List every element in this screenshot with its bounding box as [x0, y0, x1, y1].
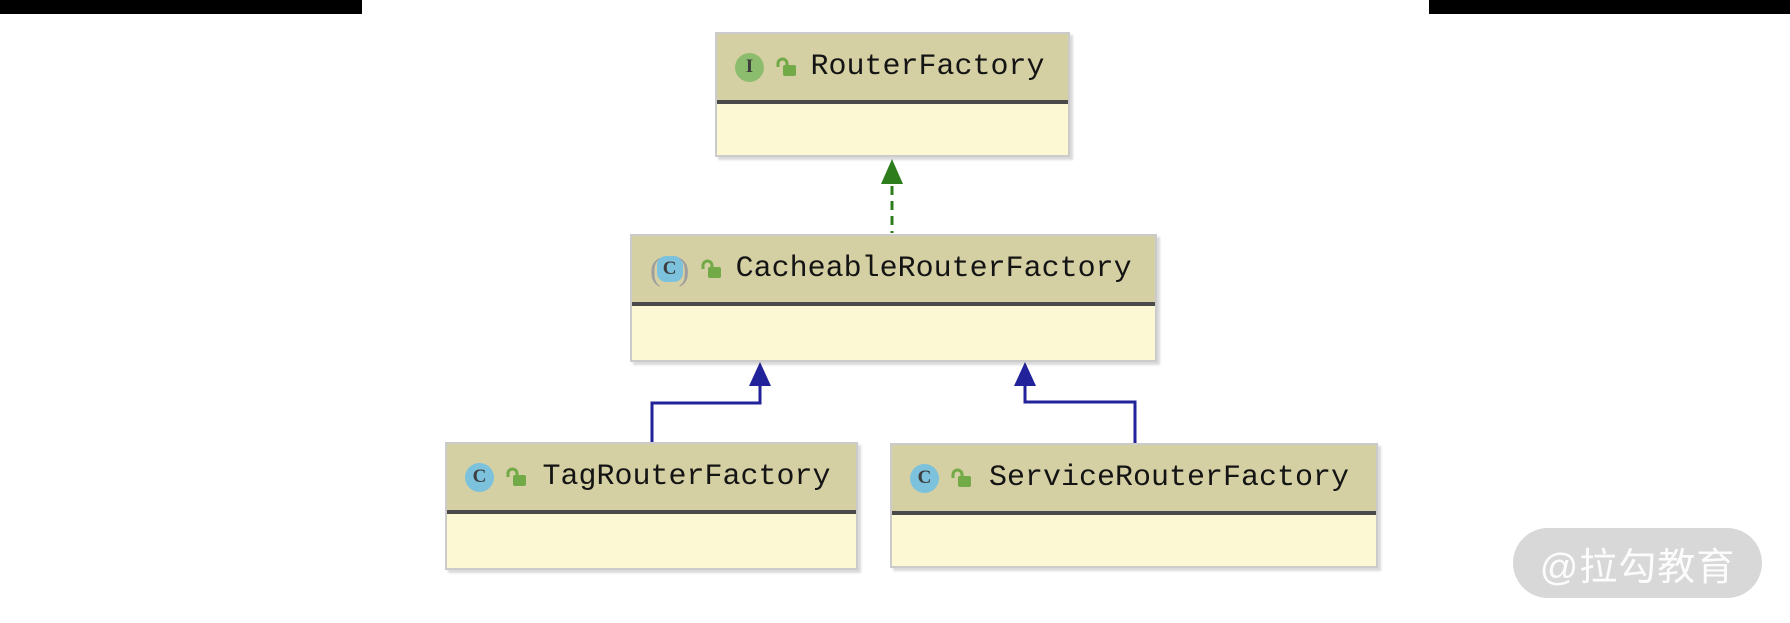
watermark-badge: @拉勾教育: [1513, 528, 1762, 598]
public-lock-icon: [951, 468, 971, 487]
class-box-servicerouterfactory[interactable]: C ServiceRouterFactory: [890, 443, 1378, 568]
class-header: I RouterFactory: [717, 34, 1068, 100]
class-name: TagRouterFactory: [542, 460, 831, 494]
public-lock-icon: [776, 57, 796, 76]
implements-arrow-cacheable-to-routerfactory: [881, 159, 903, 233]
class-icon: C: [910, 463, 939, 493]
class-members-area: [717, 104, 1068, 155]
header-divider: [447, 510, 856, 514]
class-header: C TagRouterFactory: [447, 444, 856, 510]
class-icon: C: [465, 462, 494, 492]
class-members-area: [632, 306, 1155, 360]
top-right-black-bar: [1429, 0, 1790, 14]
header-divider: [892, 511, 1376, 515]
header-divider: [717, 100, 1068, 104]
class-header: ( C ) CacheableRouterFactory: [632, 236, 1155, 302]
public-lock-icon: [701, 259, 722, 278]
class-members-area: [892, 515, 1376, 566]
header-divider: [632, 302, 1155, 306]
abstract-class-icon: ( C ): [650, 250, 690, 287]
class-box-routerfactory[interactable]: I RouterFactory: [715, 32, 1070, 157]
class-box-cacheablerouterfactory[interactable]: ( C ) CacheableRouterFactory: [630, 234, 1157, 362]
class-name: ServiceRouterFactory: [988, 461, 1350, 495]
public-lock-icon: [506, 467, 526, 486]
class-name: CacheableRouterFactory: [735, 252, 1132, 286]
class-name: RouterFactory: [810, 50, 1045, 84]
class-header: C ServiceRouterFactory: [892, 445, 1376, 511]
extends-arrow-tag-to-cacheable: [650, 362, 771, 442]
interface-icon: I: [735, 52, 764, 82]
top-left-black-bar: [0, 0, 362, 14]
extends-arrow-service-to-cacheable: [1014, 362, 1137, 443]
class-box-tagrouterfactory[interactable]: C TagRouterFactory: [445, 442, 858, 570]
class-members-area: [447, 514, 856, 568]
